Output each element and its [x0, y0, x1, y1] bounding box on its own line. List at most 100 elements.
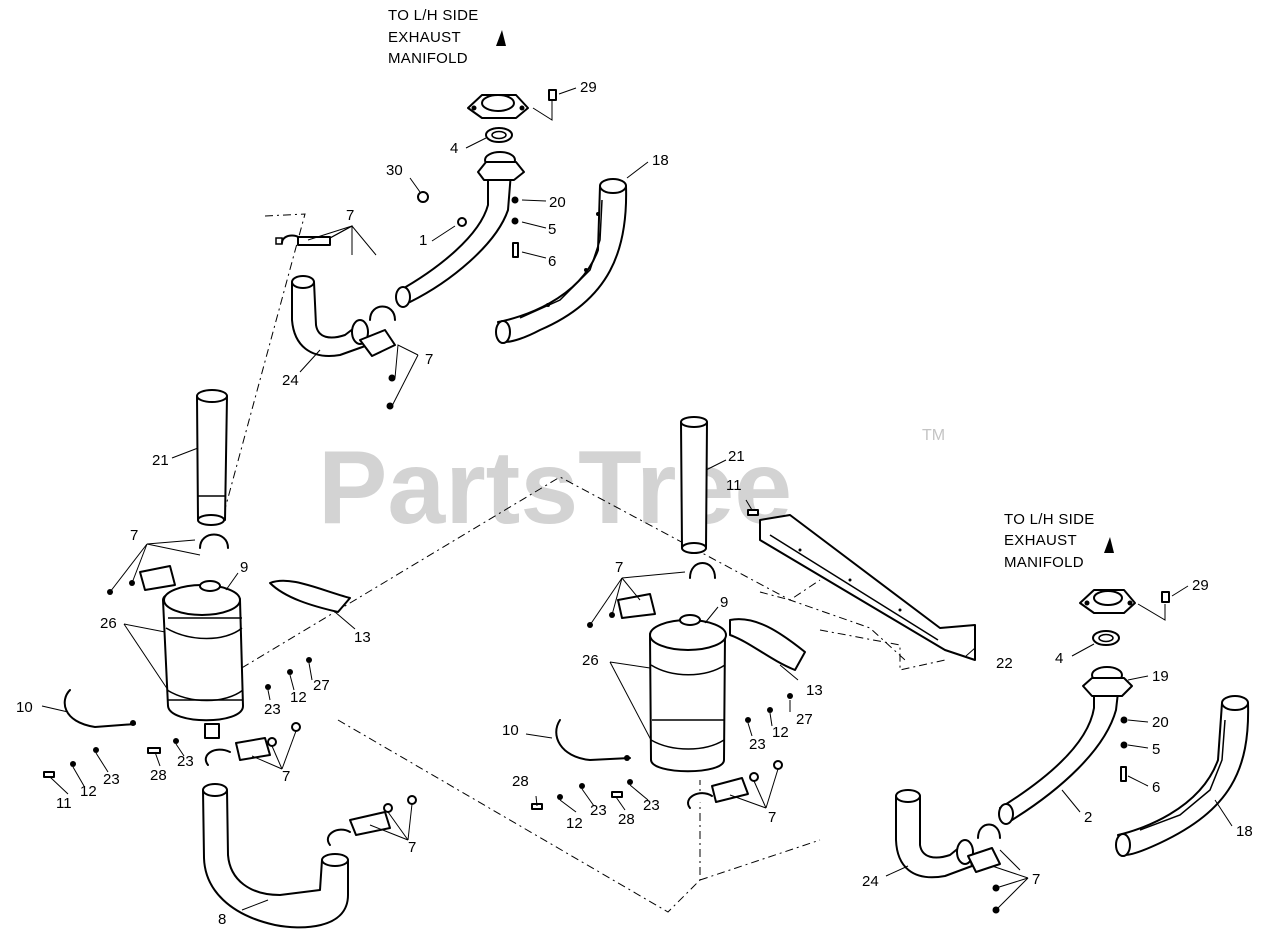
- note-to-lh-exhaust-manifold-right: TO L/H SIDE EXHAUST MANIFOLD: [1004, 511, 1114, 571]
- stud-29-right: [1137, 591, 1170, 621]
- callout-23: 23: [590, 802, 607, 819]
- callout-18: 18: [652, 152, 669, 169]
- note-line: MANIFOLD: [388, 50, 468, 67]
- tailpipe-18-top: [495, 178, 628, 344]
- callout-24: 24: [282, 372, 299, 389]
- callout-23: 23: [177, 753, 194, 770]
- clamp-7-top-a: [275, 234, 331, 246]
- assembly-phantom-lines: [179, 213, 946, 913]
- callout-11: 11: [726, 477, 742, 494]
- callout-20: 20: [549, 194, 566, 211]
- callout-numbers: 29 4 18 30 20 5 6 1 7 7 24 21 7 9 26 13 …: [16, 79, 1253, 928]
- note-to-lh-exhaust-manifold-top: TO L/H SIDE EXHAUST MANIFOLD: [388, 7, 506, 67]
- note-line: MANIFOLD: [1004, 554, 1084, 571]
- direction-arrow-icon: [1104, 537, 1114, 553]
- muffler-mount-rail-22: [759, 514, 976, 661]
- gasket-4-top: [485, 127, 513, 143]
- callout-27: 27: [313, 677, 330, 694]
- callout-11: 11: [56, 795, 72, 812]
- callout-9: 9: [720, 594, 728, 611]
- callout-23: 23: [103, 771, 120, 788]
- muffler-bracket-13-center: [729, 618, 806, 671]
- callout-9: 9: [240, 559, 248, 576]
- hardware-center: [531, 693, 793, 810]
- callout-4: 4: [1055, 650, 1063, 667]
- watermark-trademark: TM: [922, 427, 945, 444]
- callout-18: 18: [1236, 823, 1253, 840]
- callout-12: 12: [566, 815, 583, 832]
- callout-12: 12: [80, 783, 97, 800]
- callout-24: 24: [862, 873, 879, 890]
- clamp-7-center-bottom: [687, 760, 783, 809]
- hardware-left: [43, 657, 312, 778]
- callout-7: 7: [425, 351, 433, 368]
- bolt-11-center: [747, 509, 759, 516]
- hardware-stack-right: [1120, 716, 1128, 782]
- callout-7: 7: [346, 207, 354, 224]
- note-line: TO L/H SIDE: [1004, 511, 1095, 528]
- callout-7: 7: [615, 559, 623, 576]
- crossover-pipe-8: [202, 783, 349, 929]
- note-line: EXHAUST: [1004, 532, 1077, 549]
- callout-21: 21: [152, 452, 169, 469]
- stack-pipe-21-left: [196, 389, 228, 526]
- callout-23: 23: [749, 736, 766, 753]
- callout-12: 12: [772, 724, 789, 741]
- callout-27: 27: [796, 711, 813, 728]
- callout-4: 4: [450, 140, 458, 157]
- callout-6: 6: [1152, 779, 1160, 796]
- note-line: TO L/H SIDE: [388, 7, 479, 24]
- callout-8: 8: [218, 911, 226, 928]
- callout-7: 7: [130, 527, 138, 544]
- callout-10: 10: [502, 722, 519, 739]
- callout-19: 19: [1152, 668, 1169, 685]
- callout-7: 7: [282, 768, 290, 785]
- callout-28: 28: [512, 773, 529, 790]
- muffler-9-left: [162, 580, 244, 739]
- callout-7: 7: [768, 809, 776, 826]
- manifold-flange-right: [1079, 589, 1136, 614]
- callout-26: 26: [582, 652, 599, 669]
- callout-1: 1: [419, 232, 427, 249]
- callout-7: 7: [408, 839, 416, 856]
- callout-30: 30: [386, 162, 403, 179]
- gasket-4-right: [1092, 630, 1120, 646]
- callout-13: 13: [354, 629, 371, 646]
- callout-28: 28: [618, 811, 635, 828]
- note-line: EXHAUST: [388, 29, 461, 46]
- clamp-7-top-b: [359, 305, 396, 410]
- watermark-logo: PartsTree: [318, 430, 792, 546]
- callout-7: 7: [1032, 871, 1040, 888]
- callout-5: 5: [1152, 741, 1160, 758]
- stud-29-top: [532, 89, 557, 121]
- heat-shield-10-left: [63, 689, 136, 728]
- callout-26: 26: [100, 615, 117, 632]
- callout-28: 28: [150, 767, 167, 784]
- callout-leaders: [41, 87, 1233, 911]
- callout-2: 2: [1084, 809, 1092, 826]
- callout-29: 29: [1192, 577, 1209, 594]
- muffler-inlet-pipe-24-top: [291, 275, 369, 357]
- muffler-bracket-13-left: [269, 579, 351, 613]
- exhaust-pipe-1: [395, 151, 525, 308]
- clamp-7-right: [967, 823, 1001, 914]
- hardware-stack-top: [417, 191, 519, 258]
- tailpipe-18-right: [1115, 695, 1250, 857]
- heat-shield-10-center: [555, 719, 631, 761]
- callout-12: 12: [290, 689, 307, 706]
- clamp-7-left-top: [107, 533, 229, 595]
- muffler-inlet-pipe-24-right: [895, 789, 974, 879]
- stack-pipe-21-center: [680, 416, 708, 554]
- callout-10: 10: [16, 699, 33, 716]
- callout-23: 23: [643, 797, 660, 814]
- callout-20: 20: [1152, 714, 1169, 731]
- callout-6: 6: [548, 253, 556, 270]
- callout-13: 13: [806, 682, 823, 699]
- clamp-7-center-top: [587, 562, 716, 628]
- direction-arrow-icon: [496, 30, 506, 46]
- callout-5: 5: [548, 221, 556, 238]
- callout-29: 29: [580, 79, 597, 96]
- muffler-9-center: [649, 614, 727, 773]
- callout-21: 21: [728, 448, 745, 465]
